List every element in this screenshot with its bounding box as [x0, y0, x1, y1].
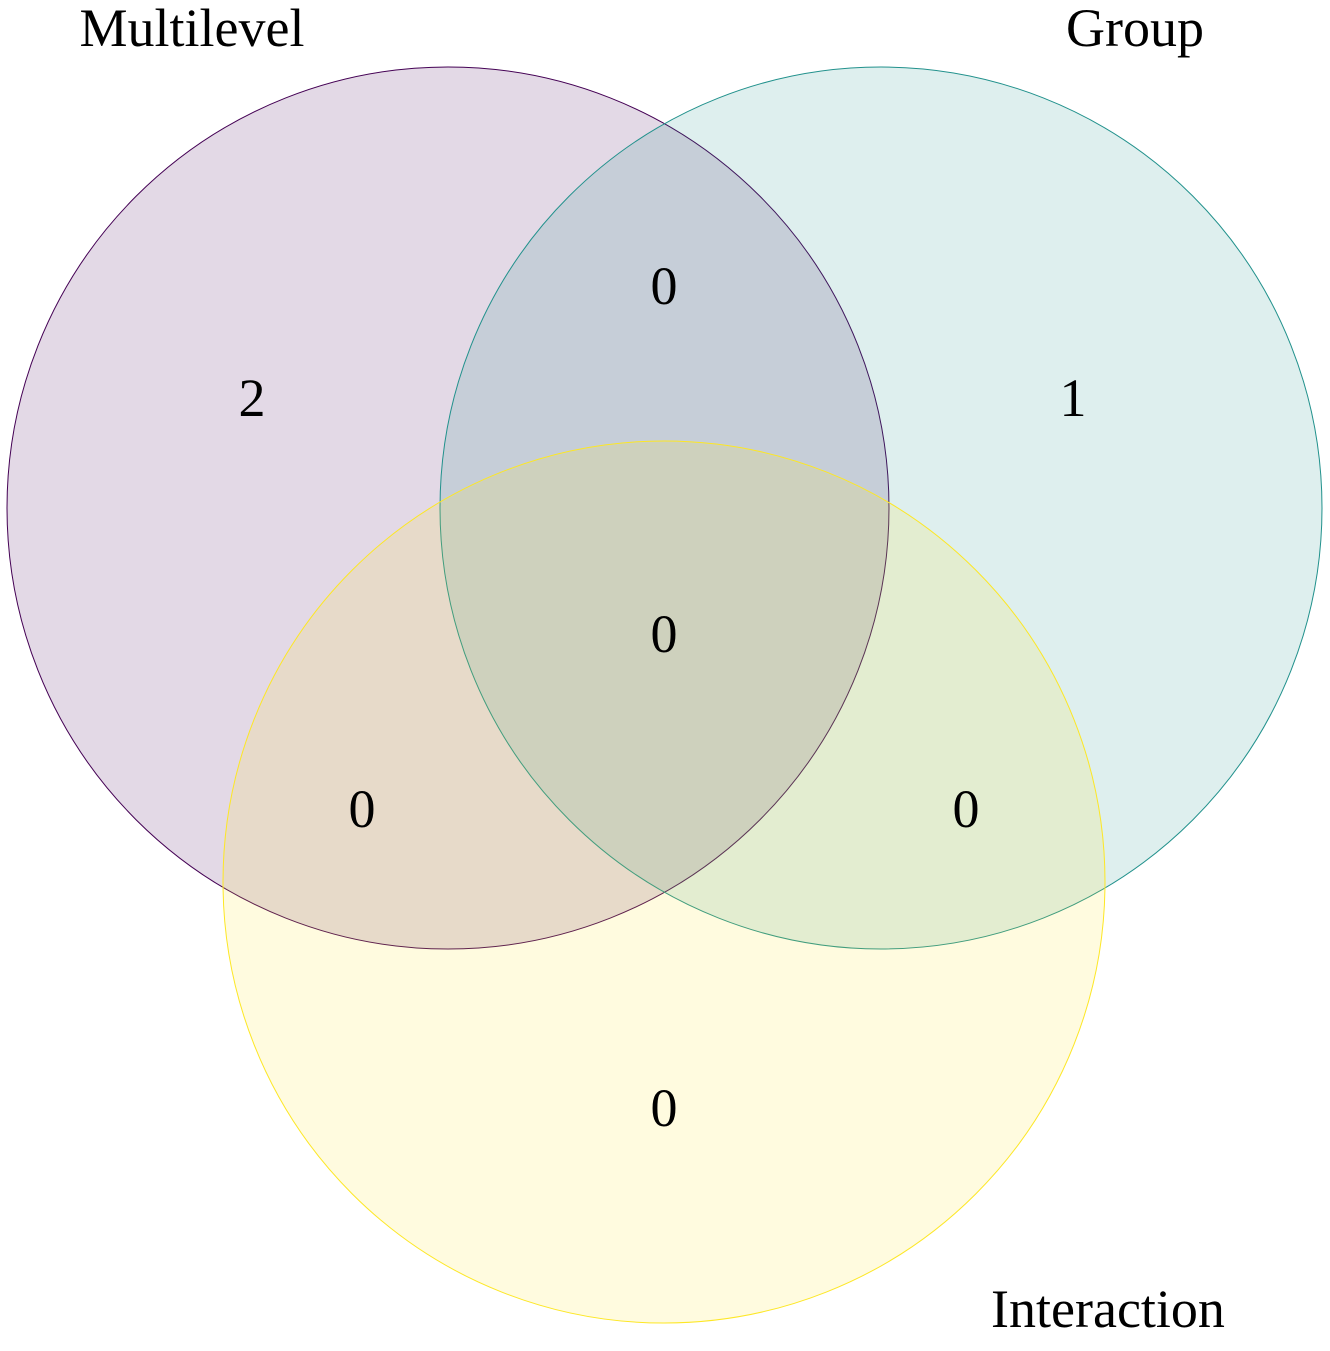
count-multilevel-only: 2 — [239, 368, 266, 428]
group-circle — [439, 66, 1323, 950]
count-all-three: 0 — [651, 604, 678, 664]
interaction-circle — [222, 440, 1106, 1324]
count-group-only: 1 — [1060, 368, 1087, 428]
interaction-label: Interaction — [991, 1279, 1225, 1339]
group-label: Group — [1066, 0, 1204, 58]
count-multilevel-interaction: 0 — [349, 779, 376, 839]
count-multilevel-group: 0 — [651, 256, 678, 316]
count-interaction-only: 0 — [651, 1078, 678, 1138]
multilevel-label: Multilevel — [80, 0, 305, 58]
count-group-interaction: 0 — [953, 779, 980, 839]
multilevel-circle — [6, 66, 890, 950]
